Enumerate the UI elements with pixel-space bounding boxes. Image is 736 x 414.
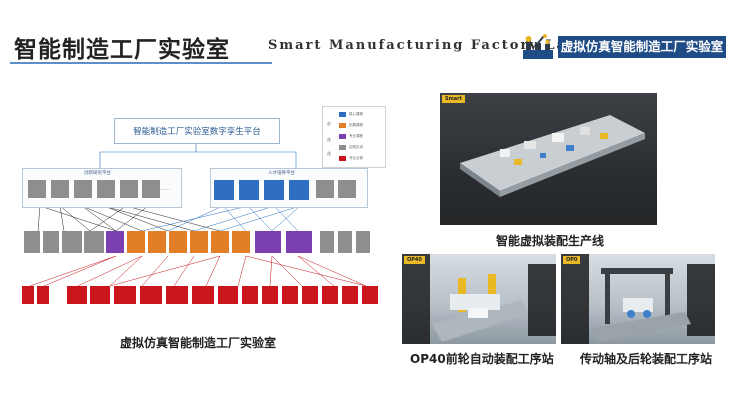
module-node — [90, 286, 110, 304]
diagram-caption: 虚拟仿真智能制造工厂实验室 — [120, 336, 277, 350]
driveshaft-station-render: OP0 — [561, 254, 715, 344]
legend-item: 专业必修 — [339, 155, 385, 162]
digital-twin-platform-box: 智能制造工厂实验室数字孪生平台 — [114, 118, 280, 144]
module-node — [239, 180, 259, 200]
module-node — [316, 180, 334, 198]
module-node — [218, 286, 238, 304]
module-node — [51, 180, 69, 198]
module-node — [242, 286, 258, 304]
legend-item: 实践实训 — [339, 144, 385, 151]
module-node — [322, 286, 338, 304]
diagram-legend: 必 选 选 核心课程 拓展课程 专业课程 实践实训 专业必修 — [322, 106, 386, 168]
module-node — [255, 231, 281, 253]
module-node — [28, 180, 46, 198]
module-node — [211, 231, 229, 253]
module-node — [142, 180, 160, 198]
module-node — [264, 180, 284, 200]
module-node — [320, 231, 334, 253]
legend-item: 拓展课程 — [339, 122, 385, 129]
talent-platform-label: 人才培养平台 — [268, 171, 295, 176]
architecture-diagram: 智能制造工厂实验室数字孪生平台 创新研究平台 人才培养平台 …… — [20, 106, 390, 314]
module-node — [120, 180, 138, 198]
module-node — [214, 180, 234, 200]
module-node — [362, 286, 378, 304]
module-node — [289, 180, 309, 200]
page-title: 智能制造工厂实验室 — [14, 37, 230, 63]
legend-item: 核心课程 — [339, 111, 385, 118]
legend-side-label: 选 — [327, 137, 331, 142]
title-underline — [10, 62, 272, 64]
driveshaft-caption: 传动轴及后轮装配工序站 — [580, 352, 713, 366]
legend-side-label: 选 — [327, 151, 331, 156]
module-node — [84, 231, 104, 253]
info-panel — [687, 264, 715, 336]
module-node — [127, 231, 145, 253]
module-node — [140, 286, 162, 304]
module-node — [22, 286, 34, 304]
module-node — [262, 286, 278, 304]
module-node — [74, 180, 92, 198]
op40-station-render: OP40 — [402, 254, 556, 344]
module-node — [62, 231, 82, 253]
more-modules-ellipsis: …… — [160, 186, 170, 192]
module-node — [338, 231, 352, 253]
module-node — [342, 286, 358, 304]
page-subtitle-en: Smart Manufacturing Factory Lab — [268, 38, 579, 53]
innovation-platform-label: 创新研究平台 — [84, 171, 111, 176]
module-node — [43, 231, 59, 253]
station-graphic — [432, 274, 528, 342]
module-node — [192, 286, 214, 304]
render-tag: Smart — [442, 95, 466, 103]
station-graphic — [591, 268, 691, 342]
page-header: 智能制造工厂实验室 Smart Manufacturing Factory La… — [0, 0, 736, 66]
info-panel — [561, 254, 589, 344]
header-badge: 虚拟仿真智能制造工厂实验室 — [558, 36, 726, 58]
module-node — [286, 231, 312, 253]
module-node — [190, 231, 208, 253]
module-node — [106, 231, 124, 253]
assembly-floor-graphic — [460, 115, 645, 197]
legend-item: 专业课程 — [339, 133, 385, 140]
module-node — [356, 231, 370, 253]
module-node — [282, 286, 298, 304]
module-node — [148, 231, 166, 253]
render-tag: OP40 — [404, 256, 425, 264]
diagram-connectors — [29, 144, 367, 287]
info-panel — [528, 264, 556, 336]
main-render-caption: 智能虚拟装配生产线 — [496, 234, 605, 248]
op40-caption: OP40前轮自动装配工序站 — [410, 352, 554, 366]
factory-robot-icon — [523, 34, 553, 59]
module-node — [302, 286, 318, 304]
render-tag: OP0 — [563, 256, 581, 264]
module-node — [114, 286, 136, 304]
assembly-line-render: Smart — [440, 93, 657, 225]
module-node — [166, 286, 188, 304]
module-node — [338, 180, 356, 198]
legend-side-label: 必 — [327, 121, 331, 126]
module-node — [37, 286, 49, 304]
module-node — [24, 231, 40, 253]
module-node — [97, 180, 115, 198]
module-node — [169, 231, 187, 253]
module-node — [232, 231, 250, 253]
module-node — [67, 286, 87, 304]
info-panel — [402, 254, 430, 344]
